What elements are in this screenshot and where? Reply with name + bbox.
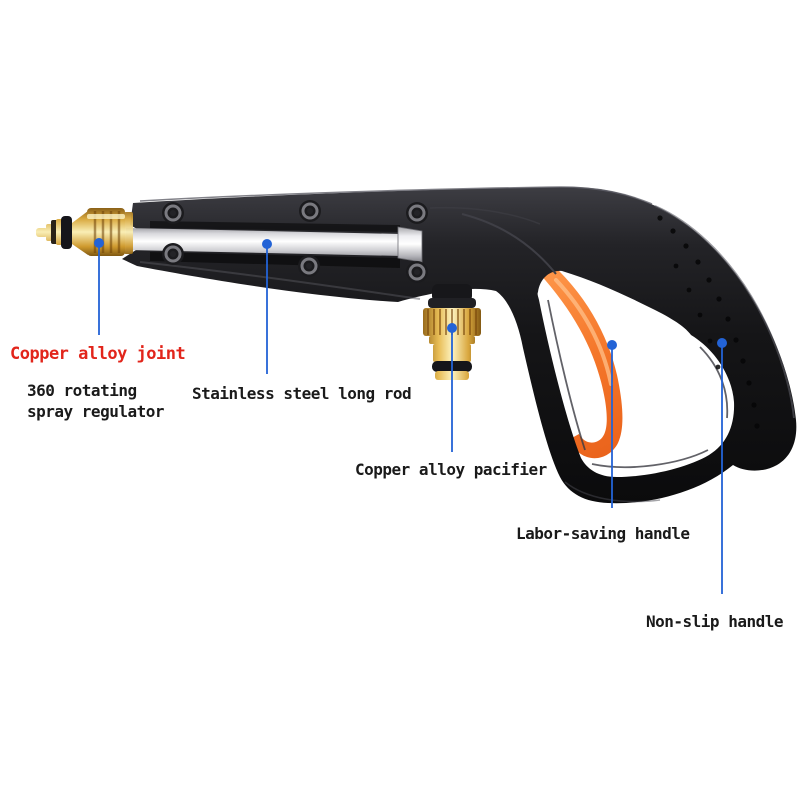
label-stainless-steel-rod: Stainless steel long rod: [192, 384, 412, 403]
screw-rivet: [299, 200, 321, 222]
trigger: [538, 258, 623, 459]
o-ring: [61, 216, 72, 249]
callout-dots: [94, 238, 727, 350]
rod-collar: [397, 226, 423, 263]
screw-rivets: [162, 200, 428, 283]
callout-dot-handle: [717, 338, 727, 348]
trigger-highlight: [554, 278, 613, 386]
callout-dot-joint: [94, 238, 104, 248]
callout-dot-trigger: [607, 340, 617, 350]
screw-rivet: [406, 202, 428, 224]
label-non-slip-handle: Non-slip handle: [646, 612, 784, 631]
gun-body: [122, 186, 797, 504]
callouts: [98, 243, 723, 594]
body-shading: [139, 186, 795, 503]
barrel-recess: [150, 221, 400, 268]
screw-rivet: [298, 255, 320, 277]
handle-dimples: [657, 215, 760, 429]
callout-dot-rod: [262, 239, 272, 249]
label-labor-saving-handle: Labor-saving handle: [516, 524, 690, 543]
screw-rivet: [162, 243, 184, 265]
screw-rivet: [162, 202, 184, 224]
copper-joint: [36, 208, 133, 256]
label-copper-alloy-pacifier: Copper alloy pacifier: [355, 460, 547, 479]
label-spray-regulator: 360 rotating spray regulator: [27, 381, 165, 421]
callout-dot-pacifier: [447, 323, 457, 333]
label-copper-alloy-joint: Copper alloy joint: [10, 344, 186, 364]
screw-rivet: [406, 261, 428, 283]
